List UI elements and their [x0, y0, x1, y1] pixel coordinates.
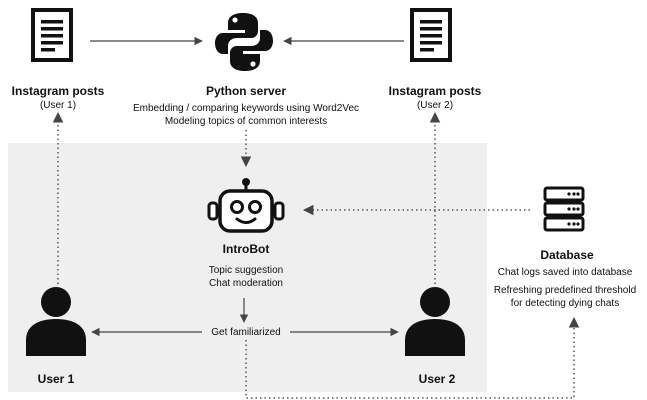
introbot-line-2: Chat moderation — [209, 278, 283, 289]
database-title: Database — [540, 248, 594, 262]
robot-icon — [207, 178, 285, 233]
database-server-icon — [543, 186, 585, 232]
user1-title: User 1 — [37, 372, 75, 386]
instagram-user2-title: Instagram posts — [388, 84, 482, 98]
instagram-user1-title: Instagram posts — [11, 84, 105, 98]
python-server-title: Python server — [205, 84, 287, 98]
python-server-line-2: Modeling topics of common interests — [164, 116, 328, 127]
document-icon — [31, 8, 73, 62]
person-icon — [26, 287, 86, 356]
instagram-user1-sub: (User 1) — [39, 100, 77, 111]
introbot-line-1: Topic suggestion — [208, 265, 284, 276]
person-icon — [405, 287, 465, 356]
instagram-user2-sub: (User 2) — [416, 100, 454, 111]
introbot-title: IntroBot — [222, 242, 270, 256]
database-line-1: Chat logs saved into database — [497, 267, 633, 278]
python-logo-icon — [215, 13, 273, 71]
edge-chat-to-db — [245, 316, 580, 399]
database-line-2: Refreshing predefined threshold — [493, 285, 637, 296]
database-line-3: for detecting dying chats — [510, 298, 620, 309]
user2-title: User 2 — [418, 372, 456, 386]
document-icon — [410, 8, 452, 62]
get-familiarized-label: Get familiarized — [209, 326, 283, 339]
python-server-line-1: Embedding / comparing keywords using Wor… — [132, 103, 360, 114]
